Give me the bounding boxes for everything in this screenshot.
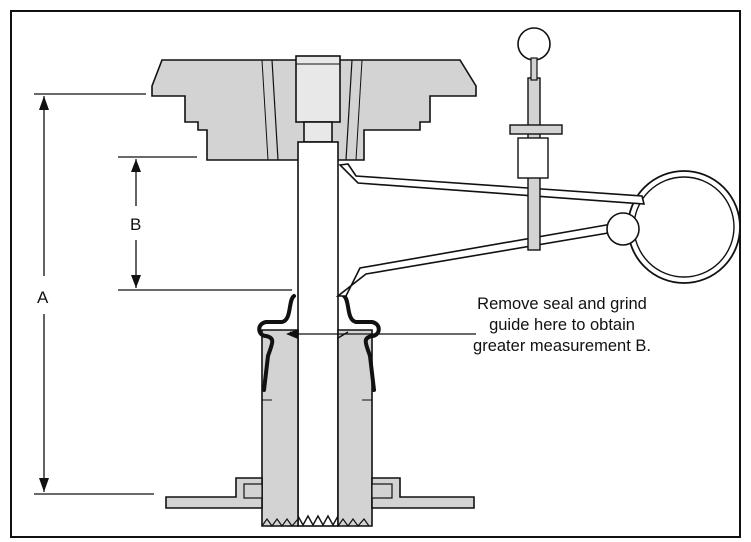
callout-line-3: greater measurement B. [473,337,651,355]
callout-line-2: guide here to obtain [489,316,635,334]
cylinder-head-plate [165,477,475,509]
dimension-b [118,156,292,291]
caliper-tool [335,27,741,297]
dimension-a [34,93,154,495]
valve-stem-tip [295,55,341,143]
dimension-a-label: A [37,288,49,307]
callout-arrow [286,329,476,339]
valve-guide [261,329,373,528]
callout-line-1: Remove seal and grind [477,295,647,313]
valve-seal [257,294,381,392]
dimension-b-label: B [130,215,141,234]
